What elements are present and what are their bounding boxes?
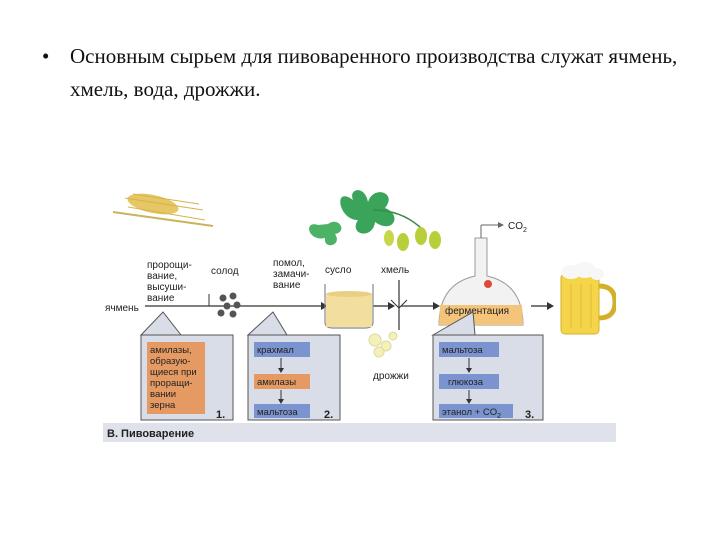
brewing-diagram-svg: ячмень пророщи- вание, высуши- вание сол… — [103, 190, 616, 442]
box1-number: 1. — [216, 409, 225, 421]
box3-item: этанол + CO2 — [442, 407, 501, 420]
germination-line: высуши- — [147, 282, 186, 293]
panel-germination: амилазы, образую- щиеся при проращи- ван… — [139, 311, 234, 421]
barley-label: ячмень — [105, 303, 139, 314]
box3-number: 3. — [525, 409, 534, 421]
slide-text-block: • Основным сырьем для пивоваренного прои… — [42, 40, 702, 106]
figure-caption: В. Пивоварение — [107, 428, 194, 440]
barley-icon — [112, 193, 214, 227]
bullet-marker: • — [42, 44, 50, 68]
co2-label: CO2 — [508, 221, 527, 234]
malt-grains-icon — [217, 292, 241, 318]
milling-line: замачи- — [273, 269, 310, 280]
box1-line: вании — [150, 389, 176, 400]
germination-line: вание — [147, 293, 175, 304]
yeast-label: дрожжи — [373, 371, 409, 382]
box3-co2-subscript: 2 — [497, 413, 501, 420]
panel-mashing: крахмал амилазы мальтоза 2. — [246, 311, 341, 421]
box3-ethanol-text: этанол + CO — [442, 407, 497, 418]
slide-paragraph: Основным сырьем для пивоваренного произв… — [70, 44, 678, 101]
hops-add-arrow — [390, 280, 408, 330]
co2-main: CO — [508, 221, 523, 232]
malt-label: солод — [211, 266, 239, 277]
beer-mug-icon — [560, 262, 616, 335]
co2-subscript: 2 — [523, 227, 527, 234]
fermentation-label: ферментация — [445, 305, 509, 317]
box2-item: мальтоза — [257, 407, 298, 418]
milling-label: помол, замачи- вание — [273, 258, 310, 291]
wort-beaker-icon — [324, 284, 374, 329]
germination-label: пророщи- вание, высуши- вание — [147, 260, 192, 304]
brewing-diagram: ячмень пророщи- вание, высуши- вание сол… — [103, 180, 616, 442]
box1-line: проращи- — [150, 378, 193, 389]
fermentation-flask-icon — [438, 222, 524, 326]
process-arrow-line — [145, 294, 554, 310]
yeast-icon — [368, 331, 398, 358]
box1-line: образую- — [150, 356, 190, 367]
box1-line: амилазы, — [150, 345, 192, 356]
box2-number: 2. — [324, 409, 333, 421]
germination-line: вание, — [147, 271, 177, 282]
box3-item: мальтоза — [442, 345, 483, 356]
panel-fermentation: мальтоза глюкоза этанол + CO2 3. — [431, 311, 544, 421]
box1-line: щиеся при — [150, 367, 197, 378]
hops-label: хмель — [381, 265, 409, 276]
milling-line: помол, — [273, 258, 305, 269]
wort-label: сусло — [325, 265, 352, 276]
germination-line: пророщи- — [147, 260, 192, 271]
caption-bar — [103, 423, 616, 442]
box2-item: амилазы — [257, 377, 296, 388]
box3-item: глюкоза — [448, 377, 484, 388]
box1-line: зерна — [150, 400, 176, 411]
hops-plant-icon — [309, 190, 441, 251]
box2-item: крахмал — [257, 345, 294, 356]
milling-line: вание — [273, 280, 301, 291]
